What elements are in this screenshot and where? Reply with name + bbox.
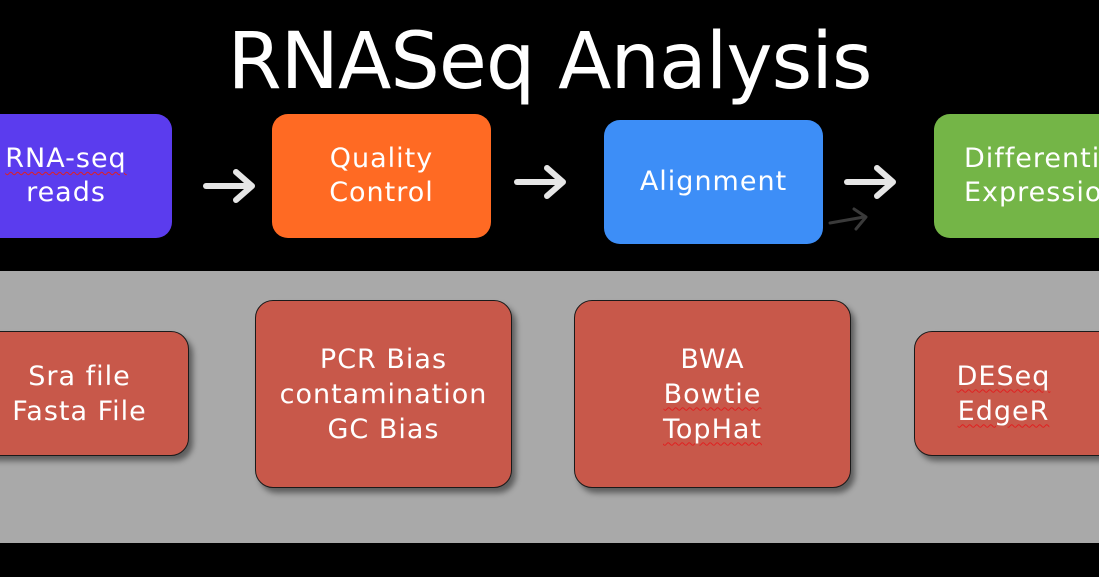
tool-label-line: Fasta File bbox=[12, 395, 147, 427]
faint-arrow-icon bbox=[828, 207, 868, 231]
tool-label-line: BWA bbox=[680, 343, 745, 375]
stage-label-line: reads bbox=[26, 177, 106, 208]
tool-label-line: Sra file bbox=[28, 360, 131, 392]
arrow-right-icon bbox=[844, 165, 896, 199]
arrow-right-icon bbox=[203, 169, 255, 203]
stage-label-line: Control bbox=[329, 177, 434, 208]
stage-label-word: RNA-seq bbox=[5, 143, 127, 174]
tool-box-input-files: Sra file Fasta File bbox=[0, 331, 189, 456]
tool-label-line: EdgeR bbox=[957, 394, 1051, 429]
tool-label-line: GC Bias bbox=[327, 413, 440, 445]
tool-label-line: Bowtie bbox=[663, 377, 762, 412]
tool-box-aligners: BWA Bowtie TopHat bbox=[574, 300, 851, 488]
tool-label-line: contamination bbox=[279, 378, 488, 410]
stage-label-line: Quality bbox=[329, 143, 434, 174]
tool-label-word: Bowtie bbox=[663, 378, 762, 410]
tool-box-qc-issues: PCR Bias contamination GC Bias bbox=[255, 300, 512, 488]
stage-quality-control: Quality Control bbox=[272, 114, 491, 238]
tool-label-word: TopHat bbox=[663, 413, 762, 445]
stage-label-line: RNA-seq bbox=[5, 142, 126, 176]
stage-label-line: Differenti bbox=[964, 143, 1099, 174]
stage-alignment: Alignment bbox=[604, 120, 823, 244]
tool-label-line: PCR Bias bbox=[319, 343, 448, 375]
tool-label-line: DESeq bbox=[957, 359, 1051, 394]
slide-title: RNASeq Analysis bbox=[227, 17, 872, 107]
arrow-right-icon bbox=[514, 165, 566, 199]
stage-differential-expression: Differenti Expressio bbox=[934, 114, 1099, 238]
tool-label-word: EdgeR bbox=[957, 395, 1050, 427]
stage-label-line: Alignment bbox=[639, 166, 788, 197]
stage-label-line: Expressio bbox=[964, 177, 1099, 208]
tool-box-de-packages: DESeq EdgeR bbox=[914, 331, 1099, 456]
tool-label-line: TopHat bbox=[663, 412, 762, 447]
tool-label-word: DESeq bbox=[956, 360, 1051, 392]
stage-rna-seq-reads: RNA-seq reads bbox=[0, 114, 172, 238]
